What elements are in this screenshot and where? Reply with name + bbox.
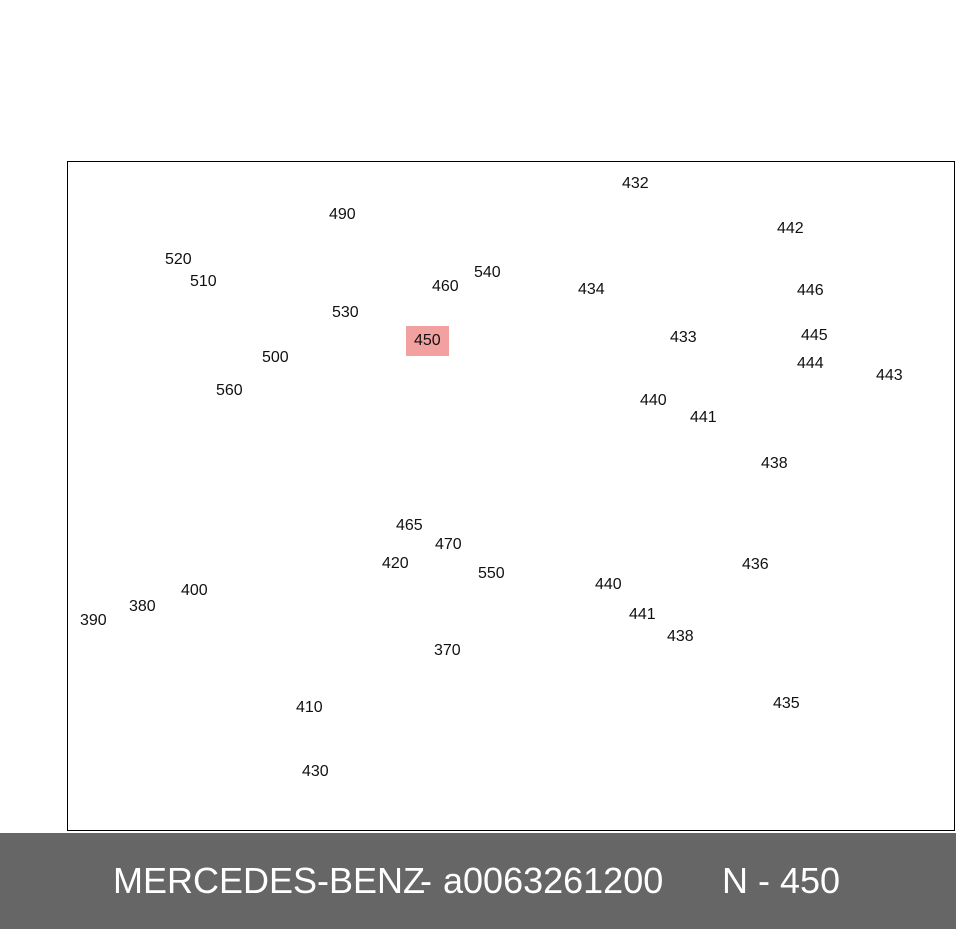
callout-444[interactable]: 444 — [797, 355, 824, 372]
callout-440-upper[interactable]: 440 — [640, 392, 667, 409]
callout-490[interactable]: 490 — [329, 206, 356, 223]
position-reference: N - 450 — [722, 860, 841, 901]
callout-520[interactable]: 520 — [165, 251, 192, 268]
callout-443[interactable]: 443 — [876, 367, 903, 384]
callout-400[interactable]: 400 — [181, 582, 208, 599]
callout-500[interactable]: 500 — [262, 349, 289, 366]
callout-430[interactable]: 430 — [302, 763, 329, 780]
callout-432[interactable]: 432 — [622, 175, 649, 192]
callout-435[interactable]: 435 — [773, 695, 800, 712]
brand-name: MERCEDES-BENZ — [113, 860, 426, 901]
callout-390[interactable]: 390 — [80, 612, 107, 629]
callout-441-upper[interactable]: 441 — [690, 409, 717, 426]
callout-438-lower[interactable]: 438 — [667, 628, 694, 645]
callout-433[interactable]: 433 — [670, 329, 697, 346]
callout-445[interactable]: 445 — [801, 327, 828, 344]
callout-420[interactable]: 420 — [382, 555, 409, 572]
callout-470[interactable]: 470 — [435, 536, 462, 553]
callout-450-highlighted[interactable]: 450 — [406, 326, 449, 356]
callout-442[interactable]: 442 — [777, 220, 804, 237]
callout-436[interactable]: 436 — [742, 556, 769, 573]
callout-446[interactable]: 446 — [797, 282, 824, 299]
callout-440-lower[interactable]: 440 — [595, 576, 622, 593]
callout-438-upper[interactable]: 438 — [761, 455, 788, 472]
callout-550[interactable]: 550 — [478, 565, 505, 582]
callout-441-lower[interactable]: 441 — [629, 606, 656, 623]
callout-370[interactable]: 370 — [434, 642, 461, 659]
callout-530[interactable]: 530 — [332, 304, 359, 321]
diagram-frame — [67, 161, 955, 831]
callout-465[interactable]: 465 — [396, 517, 423, 534]
separator: - — [420, 860, 432, 901]
callout-510[interactable]: 510 — [190, 273, 217, 290]
part-number: a0063261200 — [443, 860, 664, 901]
callout-410[interactable]: 410 — [296, 699, 323, 716]
callout-460[interactable]: 460 — [432, 278, 459, 295]
callout-560[interactable]: 560 — [216, 382, 243, 399]
part-footer: MERCEDES-BENZ - a0063261200 N - 450 — [0, 833, 956, 929]
callout-380[interactable]: 380 — [129, 598, 156, 615]
callout-434[interactable]: 434 — [578, 281, 605, 298]
callout-540[interactable]: 540 — [474, 264, 501, 281]
